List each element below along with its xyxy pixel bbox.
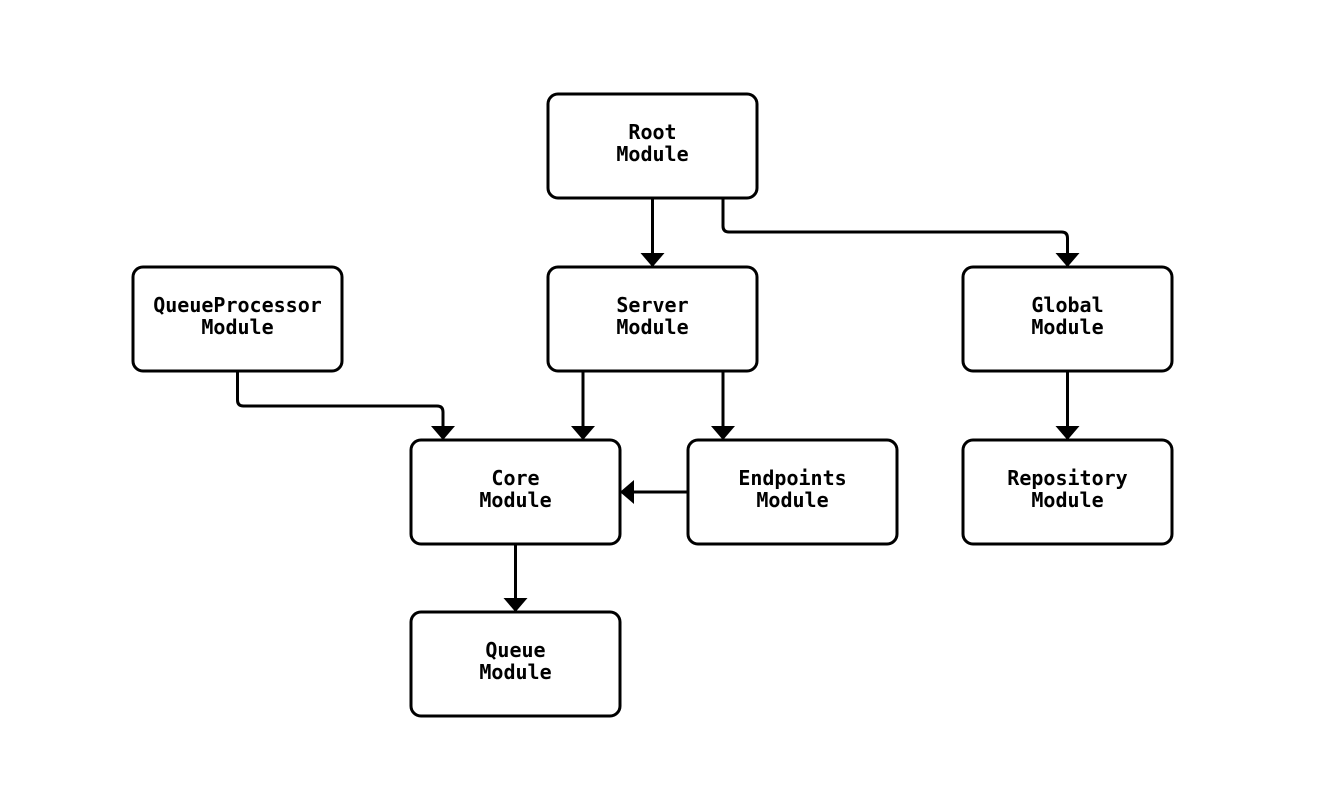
node-box-queue (409, 610, 622, 718)
edges-layer (236, 198, 1080, 612)
node-box-repository (961, 438, 1174, 546)
node-box-core (409, 438, 622, 546)
node-box-queueprocessor (131, 265, 344, 373)
node-box-root (546, 92, 759, 200)
node-box-global (961, 265, 1174, 373)
edge-root-global (721, 198, 1080, 267)
node-box-server (546, 265, 759, 373)
node-box-endpoints (686, 438, 899, 546)
edge-queueprocessor-core (236, 371, 455, 440)
